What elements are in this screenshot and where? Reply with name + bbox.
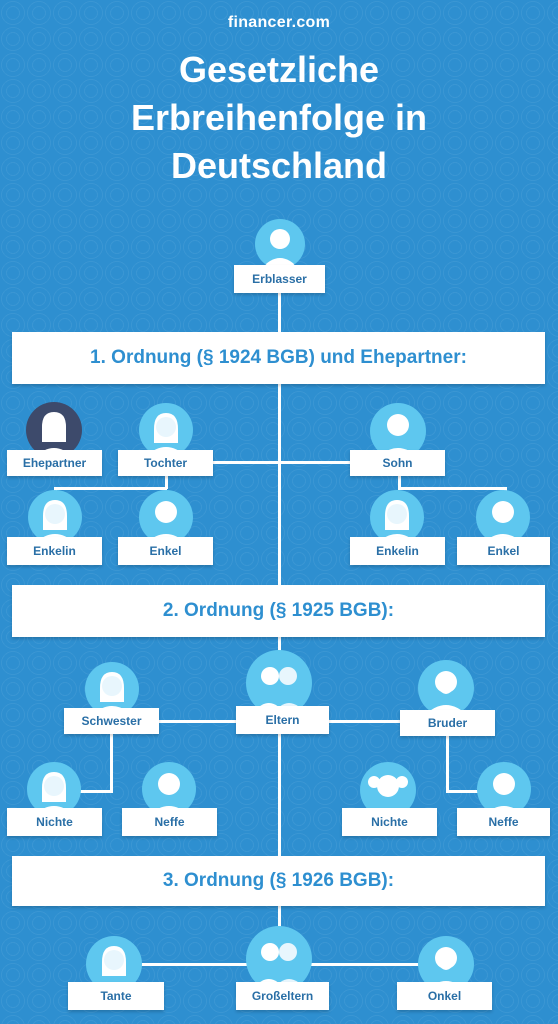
order3-heading: 3. Ordnung (§ 1926 BGB):	[12, 856, 545, 906]
brother-label: Bruder	[400, 710, 495, 736]
title-line-1: Gesetzliche	[178, 49, 380, 90]
grandson-avatar-1	[139, 490, 193, 544]
order1-heading: 1. Ordnung (§ 1924 BGB) und Ehepartner:	[12, 332, 545, 384]
title-line-2: Erbreihenfolge in	[130, 97, 428, 138]
nephew-label-2: Neffe	[457, 808, 550, 836]
brand-logo: financer.com	[227, 14, 331, 31]
sister-label: Schwester	[64, 708, 159, 734]
niece-avatar-1	[27, 762, 81, 816]
order2-heading: 2. Ordnung (§ 1925 BGB):	[12, 585, 545, 637]
nephew-avatar-2	[477, 762, 531, 816]
daughter-vline	[165, 475, 168, 489]
page-title: Gesetzliche Erbreihenfolge in Deutschlan…	[0, 46, 558, 190]
grandson-avatar-2	[476, 490, 530, 544]
grandson-label-1: Enkel	[118, 537, 213, 565]
granddaughter-label-2: Enkelin	[350, 537, 445, 565]
nephew-label-1: Neffe	[122, 808, 217, 836]
spouse-label: Ehepartner	[7, 450, 102, 476]
sister-children-hline	[55, 790, 112, 793]
uncle-label: Onkel	[397, 982, 492, 1010]
grandson-label-2: Enkel	[457, 537, 550, 565]
son-children-hline	[398, 487, 506, 490]
brother-vline	[446, 733, 449, 793]
son-vline	[398, 475, 401, 489]
niece-label-2: Nichte	[342, 808, 437, 836]
daughter-label: Tochter	[118, 450, 213, 476]
niece-label-1: Nichte	[7, 808, 102, 836]
granddaughter-avatar-1	[28, 490, 82, 544]
granddaughter-label-1: Enkelin	[7, 537, 102, 565]
sister-vline	[110, 733, 113, 793]
brother-children-hline	[446, 790, 504, 793]
aunt-label: Tante	[68, 982, 164, 1010]
grandparents-label: Großeltern	[236, 982, 329, 1010]
son-label: Sohn	[350, 450, 445, 476]
erblasser-label: Erblasser	[234, 265, 325, 293]
parents-label: Eltern	[236, 706, 329, 734]
granddaughter-avatar-2	[370, 490, 424, 544]
title-line-3: Deutschland	[170, 145, 388, 186]
daughter-children-hline	[54, 487, 167, 490]
order1-children-hline	[165, 461, 400, 464]
erblasser-avatar	[255, 219, 305, 269]
daughter-avatar	[139, 403, 193, 457]
brother-avatar	[418, 660, 474, 716]
